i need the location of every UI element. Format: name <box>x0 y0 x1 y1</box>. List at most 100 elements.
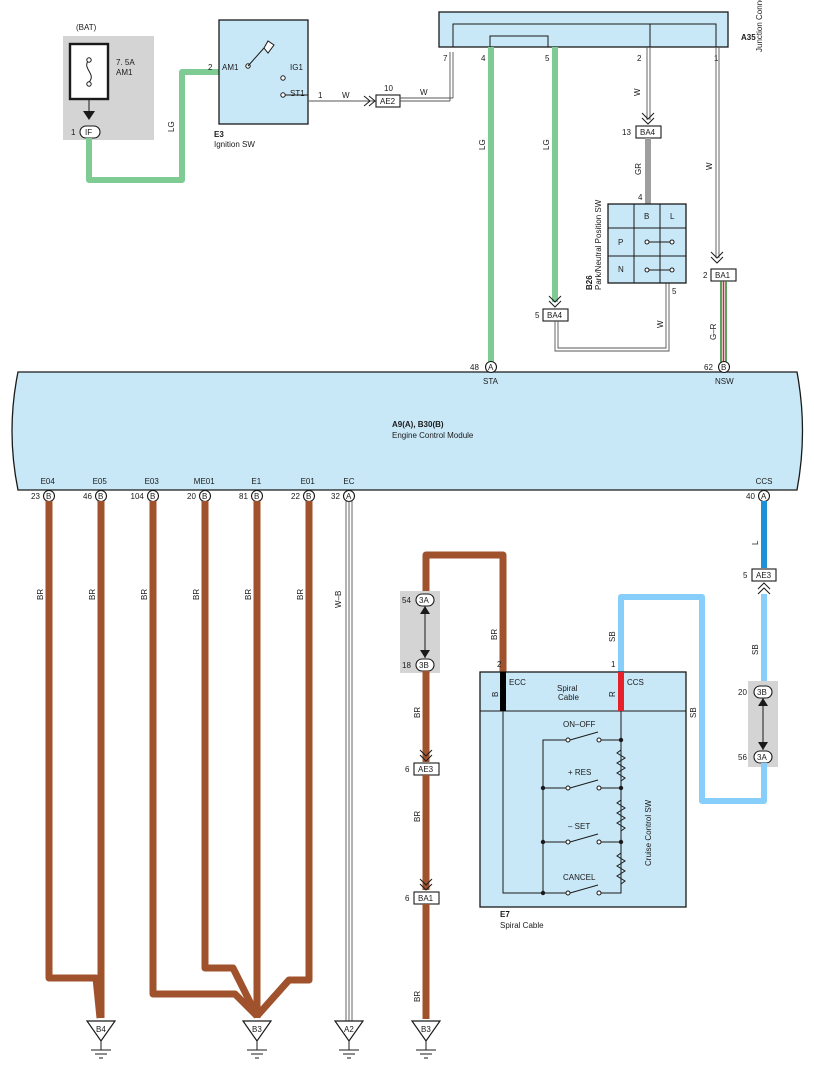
ba1-left-pin: 6 <box>405 894 410 903</box>
switch-contact-icon <box>569 779 599 789</box>
ecm-name: Engine Control Module <box>392 431 474 440</box>
ground-label-3: B3 <box>421 1025 431 1034</box>
ignition-box <box>218 19 309 125</box>
ecm-bottom-term-2: E03 <box>145 477 160 486</box>
jc-pin-2: 2 <box>637 54 642 63</box>
spiral-code: E7 <box>500 910 510 919</box>
ecm-bottom-num-5: 22 <box>291 492 300 501</box>
spiral-box <box>479 671 687 908</box>
cruise-switch-label-1: + RES <box>568 768 591 777</box>
connector-arrow-icon <box>757 582 771 595</box>
wire-label-br2: BR <box>88 589 97 600</box>
ba1-left-label: BA1 <box>418 894 434 903</box>
cruise-switch-label-3: CANCEL <box>563 873 596 882</box>
ground-triangle-icon <box>241 1020 273 1043</box>
pnp-col-l: L <box>670 212 675 221</box>
jc-right-bottom-label: 3A <box>757 753 767 762</box>
wire-label-gr2: G–R <box>709 323 718 340</box>
switch-contact-icon <box>569 731 599 741</box>
pnp-code: B26 <box>585 275 594 290</box>
cruise-sw-name: Cruise Control SW <box>644 799 653 866</box>
ecm-bottom-num-7: 40 <box>746 492 755 501</box>
ecm-bottom-conn-6: A <box>346 492 352 501</box>
spiral-inner-name2: Cable <box>558 693 579 702</box>
bat-label: (BAT) <box>76 23 97 32</box>
wire-br-e01 <box>254 501 313 1019</box>
switch-contact-icon <box>569 884 599 894</box>
wire-sb-ccs <box>618 594 767 804</box>
resistor-icon <box>616 799 626 832</box>
ecm-bottom-term-4: E1 <box>251 477 261 486</box>
ba4-top-label: BA4 <box>640 128 656 137</box>
pnp-pin-bottom: 5 <box>672 287 677 296</box>
junction-left: 3A 54 3B 18 <box>400 591 440 673</box>
wire-label-sb2: SB <box>689 707 698 718</box>
wire-label-br6: BR <box>296 589 305 600</box>
ba1-top-label: BA1 <box>715 271 731 280</box>
connector-arrow-icon <box>419 878 433 891</box>
ign-am1: AM1 <box>222 63 239 72</box>
wire-label-w5: W <box>705 162 714 170</box>
ground-triangle-icon <box>410 1020 442 1043</box>
spiral-pin-ecc: 2 <box>497 660 502 669</box>
jc-right-top-label: 3B <box>757 688 767 697</box>
connector-arrow-icon <box>419 749 433 762</box>
ecm-bottom-conn-1: B <box>98 492 103 501</box>
junction-right: 3B 20 3A 56 <box>738 681 778 767</box>
jc-pin-1: 1 <box>714 54 719 63</box>
ba4-mid-label: BA4 <box>547 311 563 320</box>
wire-label-w3: W <box>656 320 665 328</box>
ba1-top-pin: 2 <box>703 271 708 280</box>
ecm-bottom-num-1: 46 <box>83 492 92 501</box>
wire-br-ecc <box>422 551 507 672</box>
junction-code: A35 <box>741 33 756 42</box>
ecm-top-num-1: 62 <box>704 363 713 372</box>
ign-name: Ignition SW <box>214 140 255 149</box>
wire-label-sb3: SB <box>608 631 617 642</box>
ign-ig1: IG1 <box>290 63 303 72</box>
ae2-label: AE2 <box>380 97 396 106</box>
ign-pin-am1: 2 <box>208 63 213 72</box>
connector-arrow-icon <box>710 251 724 264</box>
key-icon <box>263 40 275 54</box>
ecm-top-conn-1: B <box>721 363 726 372</box>
fuse-rating: 7. 5A <box>116 58 135 67</box>
ae3-right-pin: 5 <box>743 571 748 580</box>
ground-label-2: A2 <box>344 1025 354 1034</box>
connector-arrow-icon <box>548 295 562 308</box>
pnp-col-b: B <box>644 212 649 221</box>
wire-label-wb: W–B <box>334 591 343 608</box>
jc-pin-5: 5 <box>545 54 550 63</box>
resistor-icon <box>616 852 626 885</box>
ae2-pin: 10 <box>384 84 393 93</box>
bat-terminal: IF <box>85 128 92 137</box>
connector-arrow-icon <box>641 112 655 125</box>
ground-triangle-icon <box>333 1020 365 1043</box>
jc-pin-4: 4 <box>481 54 486 63</box>
jc-left-top-pin: 54 <box>402 596 411 605</box>
jc-right-top-pin: 20 <box>738 688 747 697</box>
spiral-inner-name: Spiral <box>557 684 578 693</box>
ecm-box <box>11 371 804 491</box>
pnp-pin-top: 4 <box>638 193 643 202</box>
ignition-switch: AM1 2 IG1 ST1 E3 Ignition SW <box>208 19 309 149</box>
ecm-bottom-term-1: E05 <box>93 477 108 486</box>
spiral-ecc: ECC <box>509 678 526 687</box>
pnp-name: Park/Neutral Position SW <box>594 199 603 290</box>
wire-label-w4: W <box>633 88 642 96</box>
battery-fuse-block: (BAT) 7. 5A AM1 IF 1 <box>63 23 154 140</box>
wire-label-br10: BR <box>413 991 422 1002</box>
ign-code: E3 <box>214 130 224 139</box>
ign-pin-st1: 1 <box>318 91 323 100</box>
junction-name: Junction Connector <box>755 0 764 52</box>
wire-br-e04 <box>45 501 104 1019</box>
jc-left-bottom-pin: 18 <box>402 661 411 670</box>
wire-label-br9: BR <box>413 811 422 822</box>
wire-label-w2: W <box>420 88 428 97</box>
ae3-left-label: AE3 <box>418 765 434 774</box>
pnp-row-n: N <box>618 265 624 274</box>
spiral-r: R <box>608 691 617 697</box>
spiral-pin-ccs: 1 <box>611 660 616 669</box>
spiral-name: Spiral Cable <box>500 921 544 930</box>
